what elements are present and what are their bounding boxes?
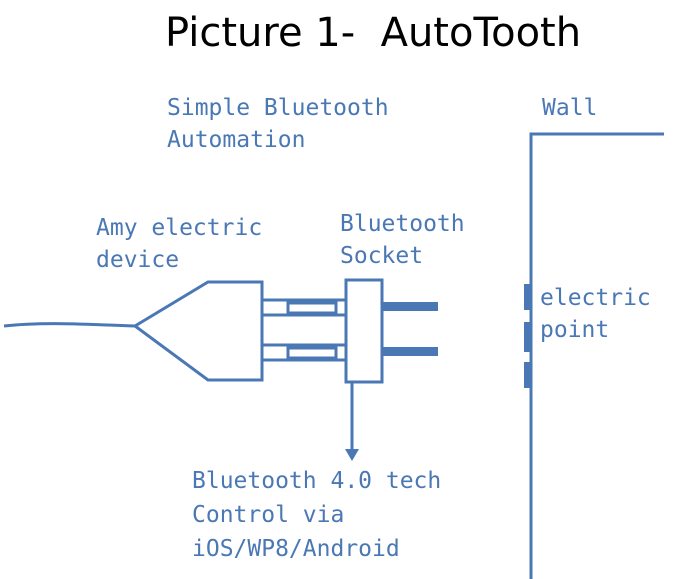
wall-line	[529, 132, 664, 579]
tech-label-line-3: iOS/WP8/Android	[192, 536, 400, 562]
tech-label-line-1: Bluetooth 4.0 tech	[192, 468, 442, 494]
electric-point-slot-middle	[524, 322, 531, 352]
wall-label: Wall	[542, 95, 598, 121]
socket-label-line-1: Bluetooth	[340, 211, 465, 237]
power-cable	[3, 322, 136, 328]
tech-label-line-2: Control via	[192, 502, 345, 528]
subtitle-line-1: Simple Bluetooth	[167, 95, 389, 121]
plug-prong-top-inner	[286, 301, 338, 315]
socket-pin-bottom	[382, 347, 438, 356]
electric-point-slot-top	[524, 284, 531, 310]
socket-label-line-2: Socket	[340, 243, 424, 269]
device-label-line-1: Amy electric	[96, 215, 263, 241]
control-arrow-head	[345, 449, 359, 461]
device-label-line-2: device	[96, 247, 180, 273]
diagram-title: Picture 1- AutoTooth	[165, 10, 582, 56]
subtitle-line-2: Automation	[167, 127, 306, 153]
socket-pin-top	[382, 302, 438, 311]
electric-point-label-line-2: point	[540, 317, 610, 343]
plug-prong-bottom-inner	[286, 346, 338, 360]
bluetooth-socket-body	[344, 278, 384, 384]
electric-point-label-line-1: electric	[540, 285, 651, 311]
electric-point-slot-bottom	[524, 362, 531, 388]
device-plug-body	[132, 280, 264, 382]
